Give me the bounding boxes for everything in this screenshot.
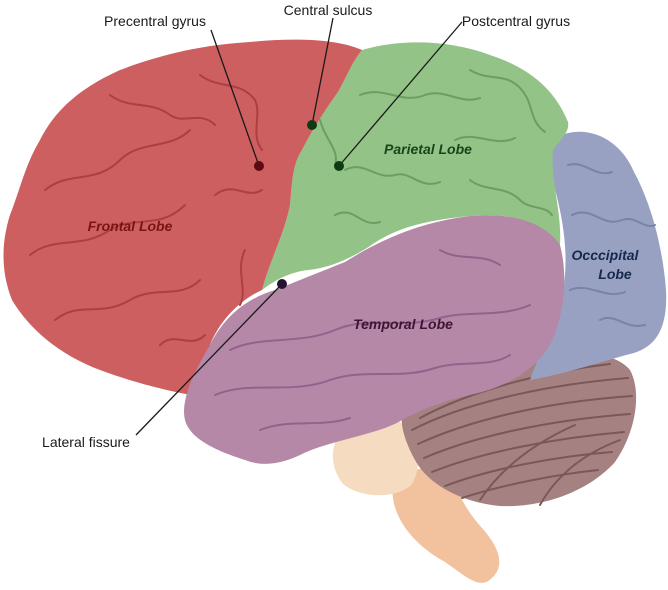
central-sulcus-label: Central sulcus	[284, 2, 373, 18]
lateral-fissure-leader	[135, 283, 283, 436]
occipital-lobe	[530, 131, 667, 380]
lateral-fissure-marker	[277, 279, 287, 289]
brainstem	[392, 460, 500, 583]
frontal-lobe-label: Frontal Lobe	[88, 218, 173, 234]
central-sulcus-leader	[311, 17, 334, 126]
precentral-marker	[254, 161, 264, 171]
frontal-gyri	[29, 74, 263, 346]
precentral-leader	[210, 29, 260, 167]
leader-lines	[135, 17, 463, 436]
temporal-gyri	[214, 249, 531, 431]
postcentral-leader	[338, 21, 463, 167]
lateral-fissure-label: Lateral fissure	[42, 434, 130, 450]
postcentral-gyrus-label: Postcentral gyrus	[462, 13, 570, 29]
cerebellum-folia	[411, 363, 633, 506]
parietal-lobe-label: Parietal Lobe	[384, 141, 472, 157]
occipital-lobe-label-line1: Occcipital	[572, 247, 640, 263]
occipital-lobe-label-line2: Lobe	[598, 266, 632, 282]
parietal-lobe	[262, 42, 569, 291]
parietal-gyri	[319, 69, 553, 225]
precentral-gyrus-label: Precentral gyrus	[104, 13, 206, 29]
central-sulcus-marker	[307, 120, 317, 130]
temporal-lobe	[184, 215, 565, 464]
postcentral-marker	[334, 161, 344, 171]
occipital-gyri	[567, 163, 656, 327]
temporal-lobe-label: Temporal Lobe	[353, 316, 453, 332]
